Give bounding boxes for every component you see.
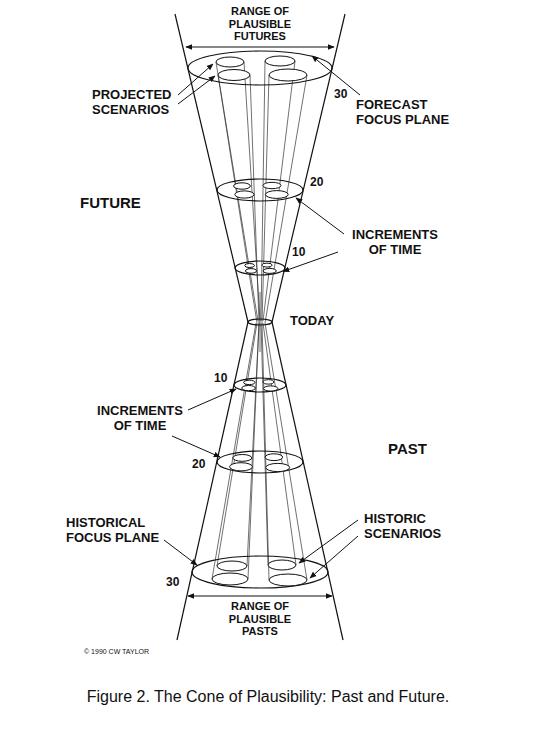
scenario-ellipse bbox=[264, 386, 278, 391]
callout-label: FORECAST FOCUS PLANE bbox=[356, 98, 461, 128]
range-label: RANGE OF PLAUSIBLE PASTS bbox=[220, 600, 300, 638]
focus-plane bbox=[192, 556, 328, 588]
leader-line bbox=[188, 389, 236, 410]
scenario-ellipse bbox=[265, 454, 283, 461]
time-mark: 20 bbox=[192, 458, 205, 472]
cone-edge bbox=[272, 322, 343, 640]
center-thread bbox=[260, 292, 261, 352]
leader-line bbox=[164, 540, 197, 565]
scenario-ellipse bbox=[234, 183, 251, 189]
scenario-ellipse bbox=[269, 574, 307, 586]
scenario-ellipse bbox=[263, 182, 281, 188]
scenario-ellipse bbox=[269, 69, 307, 81]
scenario-ellipse bbox=[268, 560, 296, 570]
scenario-ellipse bbox=[263, 380, 274, 384]
leader-lines bbox=[164, 56, 360, 578]
scenario-ellipse bbox=[217, 561, 247, 571]
time-plane bbox=[217, 179, 303, 201]
tube-line bbox=[261, 323, 268, 565]
scenario-ellipse bbox=[262, 263, 272, 267]
cone-edge bbox=[175, 14, 248, 322]
callout-label: HISTORIC SCENARIOS bbox=[364, 512, 464, 542]
scenario-ellipse bbox=[233, 455, 252, 462]
time-plane bbox=[217, 451, 303, 473]
today-label: TODAY bbox=[290, 314, 334, 329]
leader-line bbox=[172, 436, 220, 457]
region-label: FUTURE bbox=[80, 194, 141, 211]
range-label: RANGE OF PLAUSIBLE FUTURES bbox=[220, 5, 300, 43]
scenario-ellipse bbox=[212, 573, 248, 585]
figure-caption: Figure 2. The Cone of Plausibility: Past… bbox=[0, 688, 536, 706]
scenario-ellipse bbox=[242, 386, 256, 391]
callout-label: INCREMENTS OF TIME bbox=[345, 228, 445, 258]
tube-line bbox=[262, 75, 269, 323]
scenario-ellipse bbox=[263, 268, 276, 273]
scenario-ellipse bbox=[244, 380, 255, 384]
callout-label: HISTORICAL FOCUS PLANE bbox=[66, 516, 171, 546]
scenario-ellipse bbox=[230, 463, 253, 471]
time-mark: 30 bbox=[166, 576, 179, 590]
tube-line bbox=[250, 75, 259, 323]
time-plane bbox=[235, 261, 285, 275]
callout-label: INCREMENTS OF TIME bbox=[90, 404, 190, 434]
copyright-note: © 1990 CW TAYLOR bbox=[84, 648, 149, 656]
scenario-ellipse bbox=[245, 269, 256, 274]
tube-line bbox=[263, 61, 295, 321]
range-dimension bbox=[186, 47, 334, 48]
scenario-ellipse bbox=[266, 463, 290, 471]
leader-line bbox=[296, 198, 344, 234]
scenario-ellipse bbox=[245, 264, 255, 268]
leader-line bbox=[299, 520, 358, 563]
time-mark: 20 bbox=[310, 176, 323, 190]
leader-line bbox=[310, 536, 358, 578]
scenario-ellipse bbox=[216, 57, 244, 67]
scenario-ellipse bbox=[265, 191, 288, 199]
range-arrows bbox=[186, 47, 334, 596]
range-dimension bbox=[188, 596, 332, 597]
leader-line bbox=[178, 76, 215, 104]
time-mark: 10 bbox=[292, 246, 305, 260]
cone-outline bbox=[175, 14, 345, 640]
time-plane bbox=[234, 378, 286, 392]
scenario-ellipse bbox=[265, 56, 295, 66]
leader-line bbox=[283, 252, 338, 272]
today-plane bbox=[248, 319, 272, 325]
scenario-ellipse bbox=[218, 70, 250, 81]
tube-line bbox=[217, 323, 257, 566]
scenario-ellipse bbox=[235, 191, 254, 198]
region-label: PAST bbox=[388, 440, 427, 457]
time-mark: 10 bbox=[214, 372, 227, 386]
cone-edge bbox=[177, 322, 248, 640]
callout-label: PROJECTED SCENARIOS bbox=[92, 88, 192, 118]
time-mark: 30 bbox=[334, 88, 347, 102]
